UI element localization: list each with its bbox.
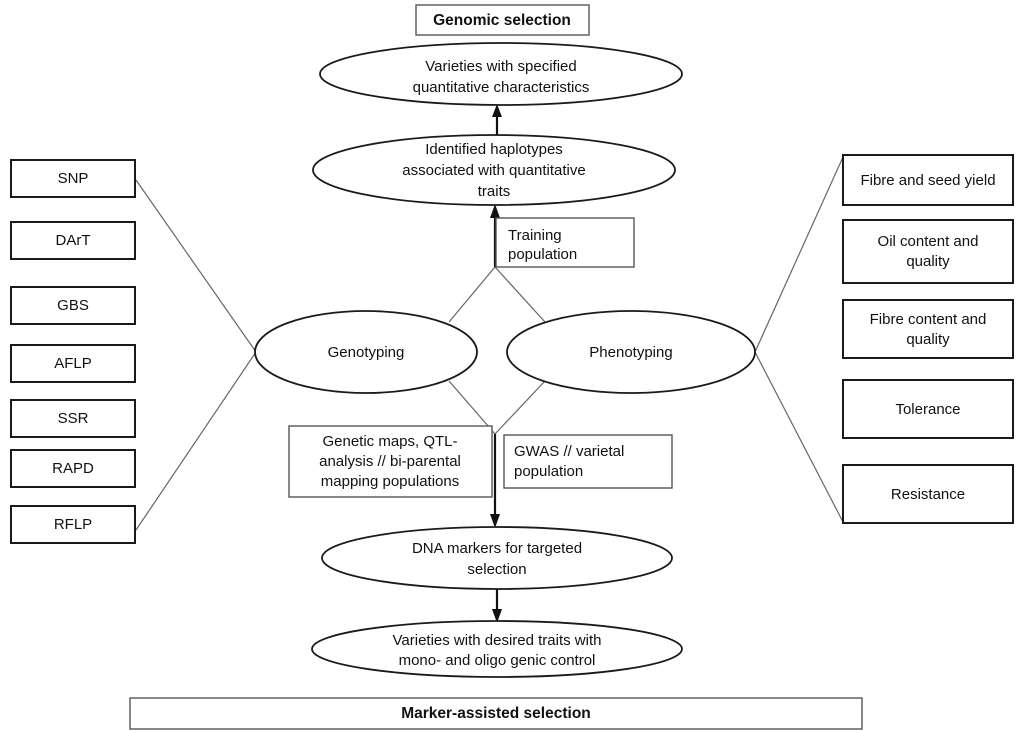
connector-genotyping-to-markers: [448, 380, 496, 435]
gbs-box: [10, 286, 136, 325]
genetic-maps-line3: mapping populations: [321, 473, 459, 490]
oil-content-line2: quality: [906, 253, 950, 270]
marker-assisted-selection-box: [129, 697, 863, 730]
training-population-line2: population: [508, 246, 577, 263]
varieties-quantitative-line1: Varieties with specified: [425, 58, 576, 75]
marker-assisted-selection-label: Marker-assisted selection: [401, 705, 591, 722]
fibre-and-seed-yield-box: [842, 154, 1014, 206]
genetic-maps-box: [288, 425, 493, 498]
annotation-genetic-maps: Genetic maps, QTL- analysis // bi-parent…: [288, 425, 493, 498]
flow-arrows: [490, 104, 502, 623]
ssr-label: SSR: [58, 410, 89, 427]
aflp-label: AFLP: [54, 355, 92, 372]
marker-box-rflp: RFLP: [10, 505, 136, 544]
connector-snp-to-genotyping: [135, 179, 257, 353]
tolerance-line1: Tolerance: [895, 401, 960, 418]
genetic-maps-line2: analysis // bi-parental: [319, 453, 461, 470]
phenotyping-label: Phenotyping: [589, 344, 672, 361]
fibre-content-line1: Fibre content and: [870, 311, 987, 328]
node-varieties-quantitative: Varieties with specified quantitative ch…: [319, 42, 683, 106]
dna-markers-line1: DNA markers for targeted: [412, 540, 582, 557]
fibre-and-seed-yield-line1: Fibre and seed yield: [860, 172, 995, 189]
snp-box: [10, 159, 136, 198]
trait-box-fibre-seed-yield: Fibre and seed yield: [842, 154, 1014, 206]
marker-box-gbs: GBS: [10, 286, 136, 325]
connector-genotyping-to-training: [448, 266, 496, 323]
training-population-box: [495, 217, 635, 268]
training-population-line1: Training: [508, 227, 562, 244]
identified-haplotypes-ellipse: [312, 134, 676, 206]
varieties-desired-line2: mono- and oligo genic control: [399, 652, 596, 669]
genomic-selection-box: [415, 4, 590, 36]
genomic-selection-title: Genomic selection: [415, 4, 590, 36]
marker-type-column: SNP DArT GBS AFLP SSR RAPD RFLP: [10, 159, 136, 544]
genotyping-label: Genotyping: [328, 344, 405, 361]
annotation-training-population: Training population: [495, 217, 635, 268]
marker-box-ssr: SSR: [10, 399, 136, 438]
genetic-maps-line1: Genetic maps, QTL-: [322, 433, 457, 450]
rflp-label: RFLP: [54, 516, 92, 533]
fibre-content-and-quality-box: [842, 299, 1014, 359]
connector-rflp-to-genotyping: [135, 351, 257, 531]
snp-label: SNP: [58, 170, 89, 187]
varieties-quantitative-line2: quantitative characteristics: [413, 79, 590, 96]
connector-phenotyping-to-resistance: [754, 351, 844, 523]
tolerance-box: [842, 379, 1014, 439]
dna-markers-line2: selection: [467, 561, 526, 578]
marker-assisted-selection-title: Marker-assisted selection: [129, 697, 863, 730]
oil-content-and-quality-box: [842, 219, 1014, 284]
node-varieties-desired: Varieties with desired traits with mono-…: [311, 620, 683, 678]
rflp-box: [10, 505, 136, 544]
connector-phenotyping-to-fibre-seed-yield: [754, 156, 844, 353]
trait-box-resistance: Resistance: [842, 464, 1014, 524]
marker-box-rapd: RAPD: [10, 449, 136, 488]
marker-box-aflp: AFLP: [10, 344, 136, 383]
haplotypes-line3: traits: [478, 183, 511, 200]
annotation-gwas: GWAS // varietal population: [503, 434, 673, 489]
phenotyping-ellipse: [506, 310, 756, 394]
genomic-selection-label: Genomic selection: [433, 12, 571, 29]
node-genotyping: Genotyping: [254, 310, 478, 394]
connector-lines: [135, 156, 844, 531]
genotyping-ellipse: [254, 310, 478, 394]
arrow-head-up-2: [490, 204, 500, 218]
resistance-line1: Resistance: [891, 486, 965, 503]
rapd-box: [10, 449, 136, 488]
node-dna-markers: DNA markers for targeted selection: [321, 526, 673, 590]
rapd-label: RAPD: [52, 460, 94, 477]
connector-phenotyping-to-markers: [494, 380, 546, 435]
varieties-quantitative-ellipse: [319, 42, 683, 106]
marker-box-snp: SNP: [10, 159, 136, 198]
node-identified-haplotypes: Identified haplotypes associated with qu…: [312, 134, 676, 206]
trait-box-oil-content: Oil content and quality: [842, 219, 1014, 284]
fibre-content-line2: quality: [906, 331, 950, 348]
aflp-box: [10, 344, 136, 383]
trait-column: Fibre and seed yield Oil content and qua…: [842, 154, 1014, 524]
trait-box-fibre-content: Fibre content and quality: [842, 299, 1014, 359]
node-phenotyping: Phenotyping: [506, 310, 756, 394]
haplotypes-line2: associated with quantitative: [402, 162, 585, 179]
gwas-box: [503, 434, 673, 489]
dart-box: [10, 221, 136, 260]
varieties-desired-line1: Varieties with desired traits with: [393, 632, 602, 649]
arrow-head-up-1: [492, 104, 502, 117]
marker-box-dart: DArT: [10, 221, 136, 260]
connector-phenotyping-to-training: [494, 266, 546, 323]
gbs-label: GBS: [57, 297, 89, 314]
arrow-head-down-2: [492, 609, 502, 623]
dna-markers-ellipse: [321, 526, 673, 590]
resistance-box: [842, 464, 1014, 524]
trait-box-tolerance: Tolerance: [842, 379, 1014, 439]
arrow-head-down-1: [490, 514, 500, 528]
oil-content-line1: Oil content and: [878, 233, 979, 250]
dart-label: DArT: [56, 232, 91, 249]
ssr-box: [10, 399, 136, 438]
gwas-line2: population: [514, 463, 583, 480]
haplotypes-line1: Identified haplotypes: [425, 141, 563, 158]
gwas-line1: GWAS // varietal: [514, 443, 624, 460]
varieties-desired-ellipse: [311, 620, 683, 678]
